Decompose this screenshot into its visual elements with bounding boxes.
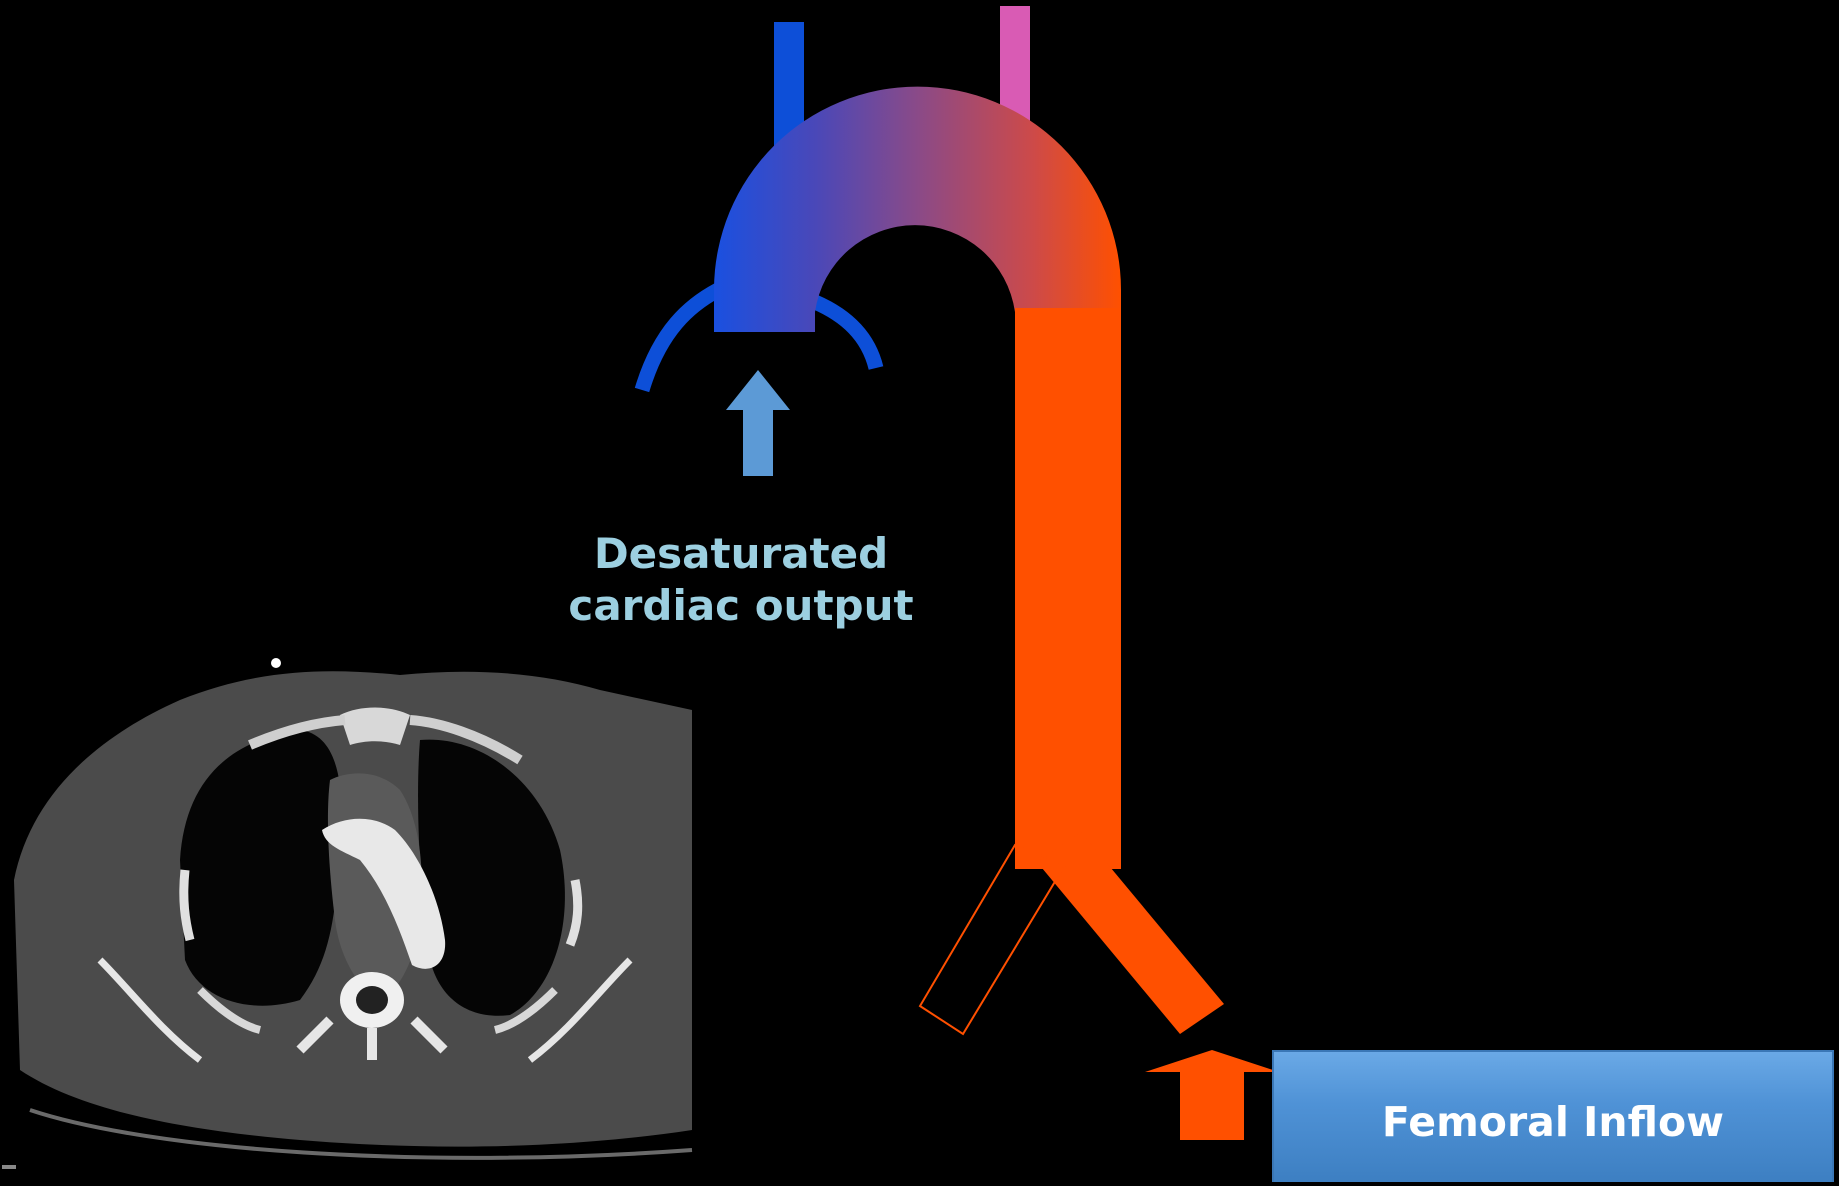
femoral-inflow-box: Femoral Inflow: [1272, 1050, 1834, 1182]
desaturated-flow-arrow: [726, 370, 790, 476]
femoral-inflow-arrow: [1145, 1050, 1279, 1140]
ct-sternum: [340, 708, 410, 746]
iliac-branch-filled: [1037, 832, 1224, 1034]
femoral-inflow-label: Femoral Inflow: [1382, 1098, 1724, 1146]
right-coronary-vessel: [815, 302, 876, 368]
iliac-branch-outline: [920, 845, 1065, 1034]
ct-scan-image: [0, 650, 692, 1182]
descending-aorta: [1015, 308, 1121, 869]
left-coronary-vessel: [642, 290, 718, 390]
desaturated-label-line2: cardiac output: [560, 580, 922, 632]
desaturated-cardiac-output-label: Desaturated cardiac output: [560, 528, 922, 632]
desaturated-label-line1: Desaturated: [560, 528, 922, 580]
